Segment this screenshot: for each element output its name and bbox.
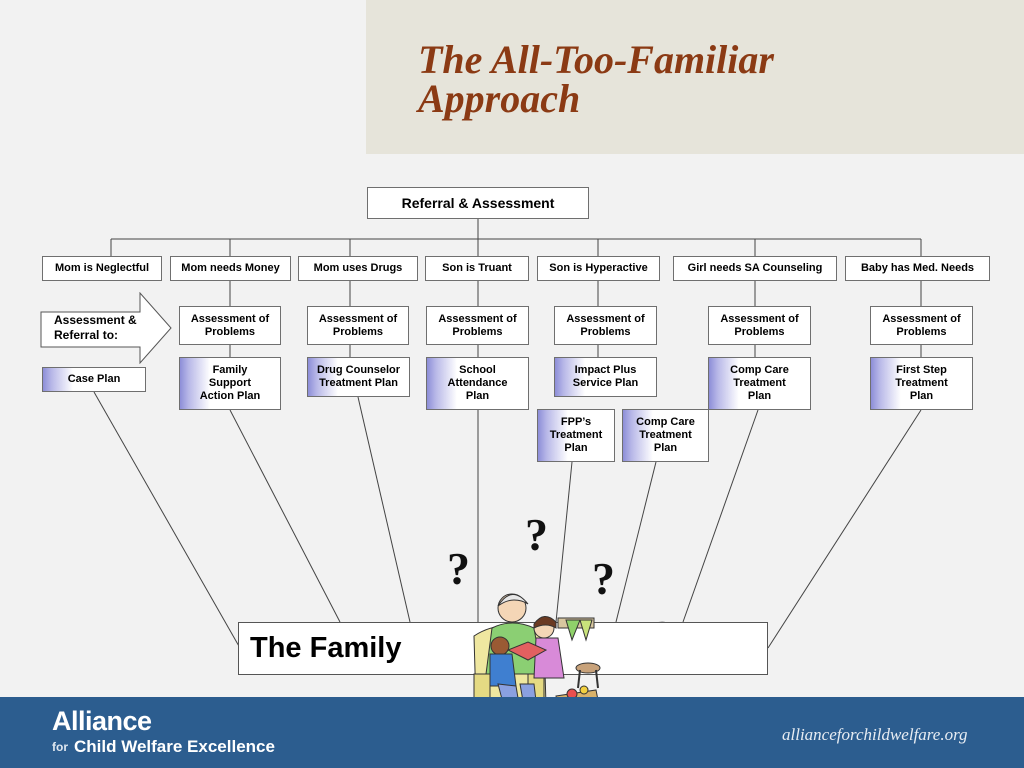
- alliance-logo-subtitle: Child Welfare Excellence: [74, 737, 275, 756]
- assessment-arrow: [40, 292, 172, 364]
- family-line-2: [229, 409, 341, 623]
- problems-box-5: Assessment of Problems: [708, 306, 811, 345]
- need-box-son-hyperactive: Son is Hyperactive: [537, 256, 660, 281]
- problems-box-2: Assessment of Problems: [307, 306, 409, 345]
- referral-assessment-box: Referral & Assessment: [367, 187, 589, 219]
- need-box-son-truant: Son is Truant: [425, 256, 529, 281]
- problems-box-1: Assessment of Problems: [179, 306, 281, 345]
- plan-box-comp-care: Comp Care Treatment Plan: [708, 357, 811, 410]
- case-plan-box: Case Plan: [42, 367, 146, 392]
- plan-box-comp-care-2: Comp Care Treatment Plan: [622, 409, 709, 462]
- family-line-5: [555, 461, 573, 623]
- problems-box-6: Assessment of Problems: [870, 306, 973, 345]
- need-box-baby-med: Baby has Med. Needs: [845, 256, 990, 281]
- family-label: The Family: [250, 632, 402, 664]
- title-panel: [366, 0, 1024, 154]
- need-box-mom-neglectful: Mom is Neglectful: [42, 256, 162, 281]
- plan-box-impact-plus: Impact Plus Service Plan: [554, 357, 657, 397]
- problems-box-4: Assessment of Problems: [554, 306, 657, 345]
- plan-box-fpp: FPP’s Treatment Plan: [537, 409, 615, 462]
- family-line-7: [682, 409, 759, 623]
- plan-box-family-support: Family Support Action Plan: [179, 357, 281, 410]
- need-box-mom-drugs: Mom uses Drugs: [298, 256, 418, 281]
- family-line-6: [615, 461, 657, 623]
- plan-box-drug-counselor: Drug Counselor Treatment Plan: [307, 357, 410, 397]
- problems-box-3: Assessment of Problems: [426, 306, 529, 345]
- question-mark-1: ?: [525, 509, 548, 560]
- family-line-3: [357, 396, 411, 623]
- footer-url: allianceforchildwelfare.org: [782, 725, 968, 744]
- assessment-referral-label: Assessment & Referral to:: [54, 313, 137, 342]
- need-box-mom-money: Mom needs Money: [170, 256, 291, 281]
- footer-bar: [0, 697, 1024, 768]
- family-line-1: [93, 391, 241, 649]
- plan-box-first-step: First Step Treatment Plan: [870, 357, 973, 410]
- plan-box-school-attendance: School Attendance Plan: [426, 357, 529, 410]
- family-line-8: [767, 409, 922, 649]
- alliance-logo-for: for: [52, 740, 68, 754]
- question-mark-3: ?: [592, 553, 615, 604]
- alliance-logo: Alliance: [52, 706, 152, 736]
- slide-title: The All-Too-Familiar Approach: [418, 37, 774, 121]
- need-box-girl-counseling: Girl needs SA Counseling: [673, 256, 837, 281]
- question-mark-2: ?: [447, 543, 470, 594]
